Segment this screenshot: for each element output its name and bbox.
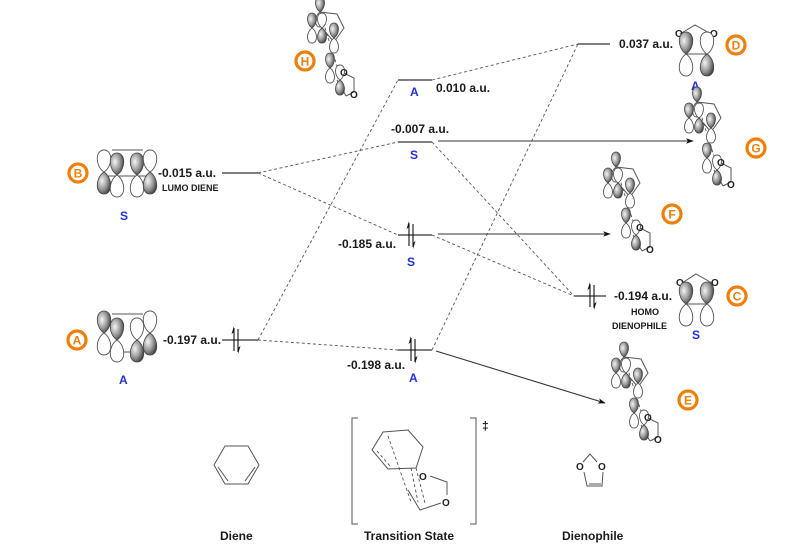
ts-level-symmetry: A [410, 85, 419, 99]
dienophile-homo-energy: -0.194 a.u. [614, 289, 672, 303]
dienophile-caption: Dienophile [562, 529, 624, 543]
svg-text:H: H [301, 55, 310, 69]
svg-text:O: O [711, 278, 719, 289]
ts-orbital-picture-e [612, 342, 663, 446]
dienophile-homo-symmetry: S [692, 328, 700, 342]
badge-h: H [294, 50, 316, 72]
dienophile-homo-label: HOMO [631, 307, 659, 317]
ts-orbital-picture-g [685, 87, 736, 191]
dienophile-lumo-energy: 0.037 a.u. [619, 37, 673, 51]
diene-lumo-energy: -0.015 a.u. [158, 166, 216, 180]
ts-level-neg0-185: -0.185 a.u. S [338, 220, 432, 269]
ts-level-symmetry: S [407, 255, 415, 269]
diene-lumo-level: -0.015 a.u. LUMO DIENE [158, 166, 258, 193]
diene-homo-level: -0.197 a.u. [163, 325, 258, 355]
diene-lumo-symmetry: S [120, 209, 128, 223]
svg-text:O: O [576, 462, 584, 473]
svg-text:O: O [675, 29, 683, 40]
ts-orbital-arrows [435, 138, 694, 404]
ts-level-0-010: A 0.010 a.u. [398, 79, 490, 99]
badge-f: F [661, 203, 683, 225]
correlation-lines [257, 43, 579, 351]
ts-orbital-picture-f [604, 152, 655, 256]
svg-text:F: F [668, 208, 675, 222]
arrow-to-e [435, 350, 606, 404]
diene-lumo-orbital [96, 149, 158, 198]
ts-level-neg0-198: -0.198 a.u. A [347, 335, 432, 385]
dienophile-lumo-level: 0.037 a.u. [578, 37, 673, 51]
badge-b: B [67, 162, 89, 184]
svg-text:B: B [74, 167, 83, 181]
svg-text:O: O [710, 29, 718, 40]
ts-level-energy: -0.198 a.u. [347, 358, 405, 372]
transition-state-caption: Transition State [364, 529, 454, 543]
svg-text:C: C [733, 290, 742, 304]
svg-text:O: O [442, 498, 450, 509]
dienophile-structure: O O [576, 453, 606, 487]
svg-text:O: O [598, 462, 606, 473]
ts-level-energy: -0.007 a.u. [391, 122, 449, 136]
double-dagger: ‡ [482, 419, 489, 433]
badge-c: C [726, 285, 748, 307]
ts-level-energy: -0.185 a.u. [338, 237, 396, 251]
ts-level-neg0-007: -0.007 a.u. S [391, 122, 449, 162]
diene-structure [213, 445, 260, 485]
diene-caption: Diene [220, 529, 253, 543]
diene-homo-orbital [96, 310, 158, 363]
ts-level-symmetry: S [410, 148, 418, 162]
svg-text:E: E [684, 394, 692, 408]
svg-text:A: A [73, 334, 82, 348]
ts-orbital-picture-h [308, 0, 359, 101]
svg-text:O: O [419, 472, 427, 483]
diene-homo-symmetry: A [119, 373, 128, 387]
transition-state-structure: ‡ O O [351, 417, 489, 525]
diene-homo-energy: -0.197 a.u. [163, 333, 221, 347]
dienophile-lumo-orbital: O O [675, 24, 718, 77]
ts-level-energy: 0.010 a.u. [436, 81, 490, 95]
badge-a: A [66, 329, 88, 351]
dienophile-homo-level: -0.194 a.u. HOMO DIENOPHILE [574, 281, 672, 331]
badge-g: G [745, 137, 767, 159]
badge-e: E [677, 389, 699, 411]
badge-d: D [725, 34, 747, 56]
diene-lumo-label: LUMO DIENE [162, 183, 219, 193]
svg-text:O: O [676, 278, 684, 289]
dienophile-homo-orbital: O O [676, 273, 719, 327]
svg-text:G: G [751, 142, 760, 156]
ts-level-symmetry: A [409, 371, 418, 385]
dienophile-homo-label: DIENOPHILE [612, 321, 667, 331]
svg-text:D: D [732, 39, 741, 53]
dienophile-lumo-symmetry: A [691, 79, 700, 93]
